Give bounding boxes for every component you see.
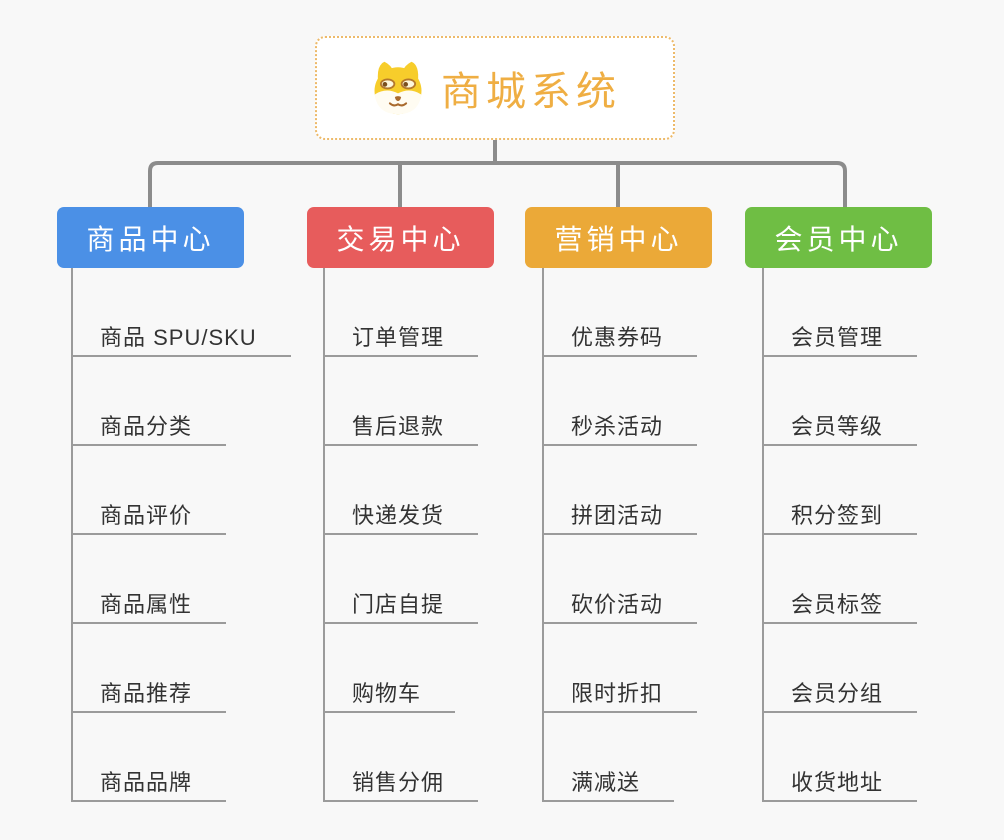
child-topic[interactable]: 商品分类 (71, 415, 227, 446)
child-topic[interactable]: 商品 SPU/SKU (71, 326, 291, 357)
child-topic[interactable]: 销售分佣 (323, 771, 479, 802)
child-topic[interactable]: 优惠券码 (542, 326, 698, 357)
branch-rail-line (148, 161, 847, 208)
child-topic[interactable]: 快递发货 (323, 504, 479, 535)
branch-node[interactable]: 会员中心 (745, 207, 932, 268)
child-topic[interactable]: 拼团活动 (542, 504, 698, 535)
child-topic[interactable]: 会员等级 (762, 415, 918, 446)
branch-label: 营销中心 (554, 223, 683, 255)
child-topic[interactable]: 商品推荐 (71, 682, 227, 713)
root-title: 商城系统 (441, 70, 621, 114)
child-topic[interactable]: 秒杀活动 (542, 415, 698, 446)
child-topic[interactable]: 订单管理 (323, 326, 479, 357)
branch-label: 交易中心 (336, 223, 465, 255)
branch-node[interactable]: 交易中心 (307, 207, 494, 268)
shiba-dog-icon (369, 60, 427, 116)
branch-spine-line (71, 268, 73, 802)
branch-spine-line (762, 268, 764, 802)
child-topic[interactable]: 商品品牌 (71, 771, 227, 802)
child-topic[interactable]: 积分签到 (762, 504, 918, 535)
child-topic[interactable]: 门店自提 (323, 593, 479, 624)
branch-node[interactable]: 商品中心 (57, 207, 244, 268)
child-topic[interactable]: 会员管理 (762, 326, 918, 357)
child-topic[interactable]: 收货地址 (762, 771, 918, 802)
child-topic[interactable]: 商品评价 (71, 504, 227, 535)
branch-spine-line (323, 268, 325, 802)
branch-label: 商品中心 (86, 223, 215, 255)
child-topic[interactable]: 售后退款 (323, 415, 479, 446)
child-topic[interactable]: 满减送 (542, 771, 675, 802)
child-topic[interactable]: 限时折扣 (542, 682, 698, 713)
child-topic[interactable]: 购物车 (323, 682, 456, 713)
child-topic[interactable]: 砍价活动 (542, 593, 698, 624)
child-topic[interactable]: 商品属性 (71, 593, 227, 624)
branch-spine-line (542, 268, 544, 802)
child-topic[interactable]: 会员标签 (762, 593, 918, 624)
child-topic[interactable]: 会员分组 (762, 682, 918, 713)
branch-node[interactable]: 营销中心 (525, 207, 712, 268)
root-node[interactable]: 商城系统 (315, 36, 675, 140)
branch-label: 会员中心 (774, 223, 903, 255)
